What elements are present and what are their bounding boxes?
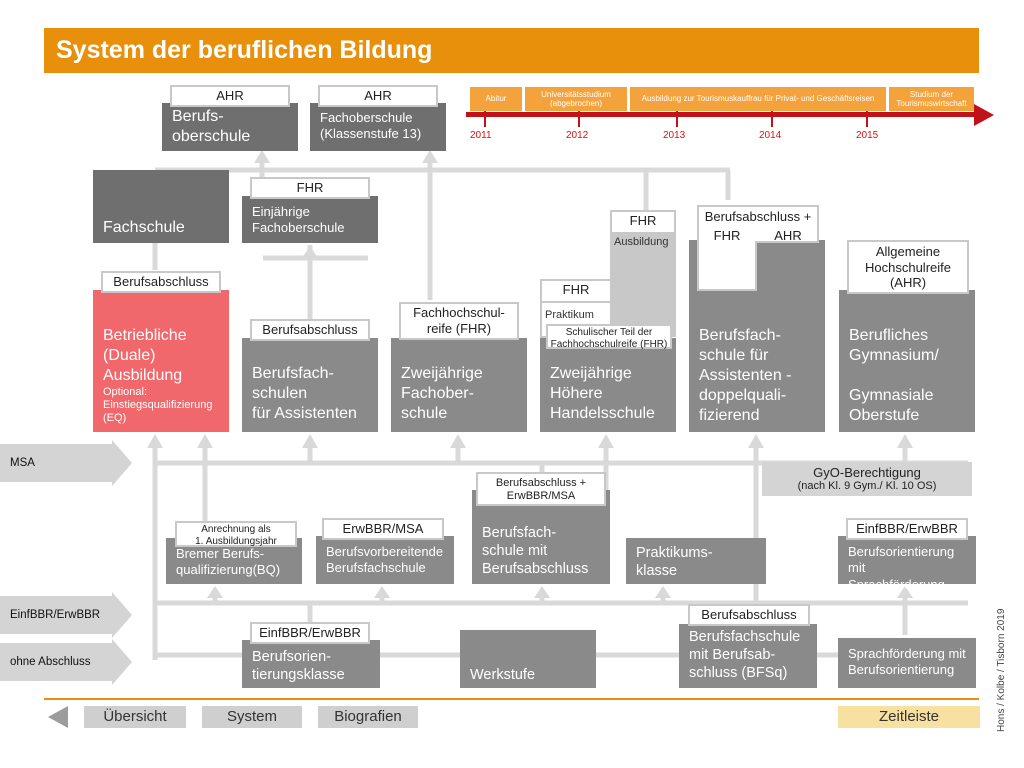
tick [484,111,486,127]
credit-text: Hons / Kolbe / Tisborn 2019 [996,608,1007,732]
praktikum-text: Praktikum [545,309,594,321]
bfs-mit-berufsabschluss-label: Berufsabschluss + ErwBBR/MSA [476,472,606,506]
ohne-abschluss-entry-band[interactable]: ohne Abschluss [0,643,112,681]
fachoberschule13-box[interactable]: Fachoberschule (Klassenstufe 13) [310,103,446,151]
berufsoberschule-label: AHR [170,85,290,107]
timeline-arrow-icon [974,104,994,126]
nav-divider [44,698,979,700]
bfs-assistenten-box[interactable]: Berufsfach- schulen für Assistenten [242,338,378,432]
tick [676,111,678,127]
einfbbr-arrow-icon [112,592,132,638]
doppelquali-fhr-label: FHR [713,228,741,243]
ausbildung-column: Ausbildung [610,232,676,337]
doppelquali-label-top: Berufsabschluss + [704,209,812,224]
praktikumsklasse-box[interactable]: Praktikums- klasse [626,538,766,584]
year-label: 2011 [470,130,492,141]
sprachfoerderung-box[interactable]: Sprachförderung mit Berufsorientierung [838,638,976,688]
timeline-step-abitur[interactable]: Abitur [470,87,522,111]
header-bar: System der beruflichen Bildung [44,28,979,73]
bfsq-label: Berufsabschluss [688,604,810,626]
duale-ausbildung-title: Betriebliche (Duale) Ausbildung [103,327,187,384]
year-label: 2015 [856,130,879,141]
einjaehrige-fachoberschule-box[interactable]: Einjährige Fachoberschule [242,196,378,243]
duale-ausbildung-box[interactable]: Betriebliche (Duale) Ausbildung Optional… [93,290,229,432]
nav-uebersicht-button[interactable]: Übersicht [84,706,186,728]
bfsq-box[interactable]: Berufsfachschule mit Berufsab- schluss (… [679,624,817,688]
duale-ausbildung-label: Berufsabschluss [101,271,221,293]
berufsoberschule-box[interactable]: Berufs- oberschule [162,103,298,151]
doppelquali-fhr-column [697,241,757,291]
berufliches-gymnasium-box[interactable]: Berufliches Gymnasium/ Gymnasiale Oberst… [839,290,975,432]
berufsorientierung-sprach-label: EinfBBR/ErwBBR [846,518,968,540]
fachschule-box[interactable]: Fachschule [93,170,229,243]
gyo-sub: (nach Kl. 9 Gym./ Kl. 10 OS) [797,480,937,492]
doppelquali-ahr-label: AHR [774,228,802,243]
nav-zeitleiste-button[interactable]: Zeitleiste [838,706,980,728]
tick [771,111,773,127]
duale-ausbildung-note: Optional: Einstiegsqualifizierung (EQ) [103,386,213,425]
nav-system-button[interactable]: System [202,706,302,728]
timeline-step-ausbildung[interactable]: Ausbildung zur Tourismuskauffrau für Pri… [630,87,886,111]
nav-biografien-button[interactable]: Biografien [318,706,418,728]
year-label: 2012 [566,130,589,141]
werkstufe-box[interactable]: Werkstufe [460,630,596,688]
timeline-line [466,112,976,117]
orientierungsklasse-label: EinfBBR/ErwBBR [250,622,370,644]
timeline-step-tourismus[interactable]: Studium der Tourismuswirtschaft [889,87,974,111]
ohne-abschluss-arrow-icon [112,639,132,685]
schulischer-teil-label: Schulischer Teil der Fachhochschulreife … [546,324,672,350]
bfs-assistenten-label: Berufsabschluss [250,319,370,341]
berufsvorbereitende-bfs-box[interactable]: Berufsvorbereitende Berufsfachschule [316,536,454,584]
einjaehrige-fachoberschule-label: FHR [250,177,370,199]
hhs-fhr-label: FHR [540,279,612,303]
hoehere-handelsschule-box[interactable]: Zweijährige Höhere Handelsschule [540,338,676,432]
berufsvorbereitende-label: ErwBBR/MSA [322,518,444,540]
bfs-doppelquali-box[interactable]: Berufsfach- schule für Assistenten - dop… [689,240,825,432]
year-label: 2014 [759,130,782,141]
msa-entry-band[interactable]: MSA [0,444,112,482]
gyo-title: GyO-Berechtigung [813,465,921,480]
berufsorientierungsklasse-box[interactable]: Berufsorien- tierungsklasse [242,640,380,688]
zweijaehrige-fachoberschule-box[interactable]: Zweijährige Fachober- schule [391,338,527,432]
timeline-step-studium[interactable]: Universitätsstudium (abgebrochen) [525,87,627,111]
msa-arrow-icon [112,440,132,486]
tick [578,111,580,127]
einfbbr-entry-band[interactable]: EinfBBR/ErwBBR [0,596,112,634]
back-arrow-icon[interactable] [46,706,70,728]
doppelquali-label-group: Berufsabschluss + [697,205,819,243]
berufsorientierung-sprachfoerderung-box[interactable]: Berufsorientierung mit Sprachförderung [838,536,976,592]
gyo-berechtigung-box[interactable]: GyO-Berechtigung (nach Kl. 9 Gym./ Kl. 1… [762,462,972,496]
tick [866,111,868,127]
hhs-fhr-label-top: FHR [610,210,676,234]
bremer-label: Anrechnung als 1. Ausbildungsjahr [175,521,297,547]
ausbildung-text: Ausbildung [614,236,669,248]
page-title: System der beruflichen Bildung [56,36,433,64]
gymnasium-ahr-label: Allgemeine Hochschulreife (AHR) [847,240,969,294]
year-label: 2013 [663,130,686,141]
fachoberschule13-label: AHR [318,85,438,107]
zweijaehrige-fachoberschule-label: Fachhochschul- reife (FHR) [399,302,519,340]
